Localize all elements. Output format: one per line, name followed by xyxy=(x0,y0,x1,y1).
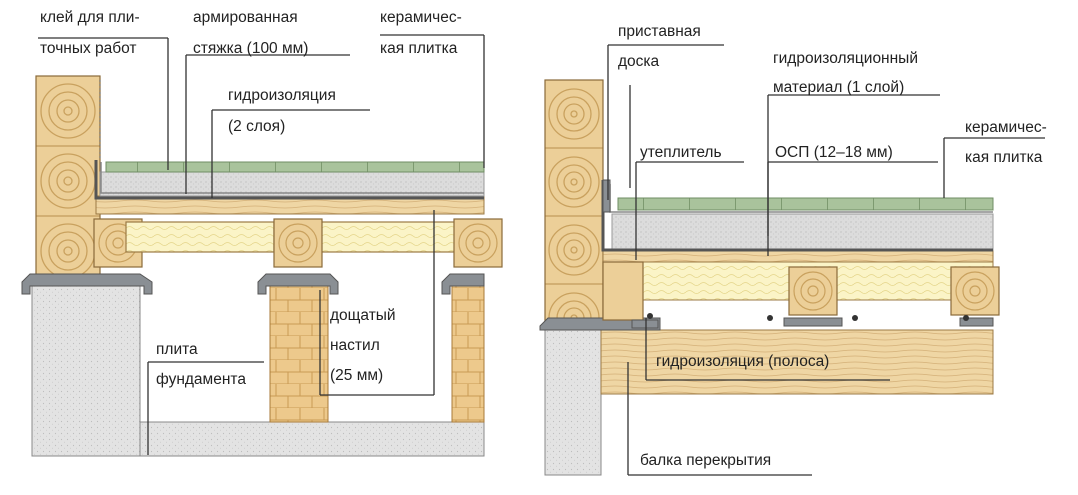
label-tile-left-2: кая плитка xyxy=(380,40,458,57)
support-cap-2 xyxy=(257,273,339,295)
label-beam: балка перекрытия xyxy=(640,452,771,469)
label-tile-right-2: кая плитка xyxy=(965,149,1043,166)
support-cap-1 xyxy=(21,273,153,295)
waterproofing-strip xyxy=(539,317,661,331)
label-tile-left-1: керамичес- xyxy=(380,9,462,26)
joist-r1 xyxy=(602,261,644,321)
right-screed xyxy=(611,213,994,251)
label-glue-1: клей для пли- xyxy=(40,9,140,26)
osb-board xyxy=(602,249,994,263)
add-on-board xyxy=(602,179,611,213)
label-insulation: утеплитель xyxy=(640,144,722,161)
label-screed-1: армированная xyxy=(193,9,298,26)
brick-pillar-1 xyxy=(269,279,329,423)
label-slab-1: плита xyxy=(156,341,198,358)
label-waterproof-2: (2 слоя) xyxy=(228,118,285,135)
ceramic-tile-left xyxy=(105,161,485,173)
floor-beam xyxy=(600,329,994,395)
right-section xyxy=(539,79,1000,476)
label-strip: гидроизоляция (полоса) xyxy=(656,353,829,370)
waterproofing-layers xyxy=(94,160,484,200)
label-membrane-2: материал (1 слой) xyxy=(773,79,904,96)
label-decking-3: (25 мм) xyxy=(330,367,383,384)
leader-lines xyxy=(38,34,1045,476)
label-glue-2: точных работ xyxy=(40,40,137,57)
log-wall-left xyxy=(35,75,101,285)
label-waterproof-1: гидроизоляция xyxy=(228,87,336,104)
brick-pillar-2 xyxy=(451,279,485,423)
insulation-left-1 xyxy=(125,221,275,253)
label-tile-right-1: керамичес- xyxy=(965,119,1047,136)
label-board-1: приставная xyxy=(618,23,701,40)
left-foundation-wall xyxy=(31,279,141,457)
ceramic-tile-right xyxy=(617,197,994,211)
label-board-2: доска xyxy=(618,53,660,70)
support-cap-3 xyxy=(441,273,485,295)
label-membrane-1: гидроизоляционный xyxy=(773,50,918,67)
label-decking-2: настил xyxy=(330,337,380,354)
reinforced-screed xyxy=(99,171,485,197)
label-osb: ОСП (12–18 мм) xyxy=(775,144,893,161)
left-section xyxy=(21,75,503,457)
log-wall-right xyxy=(544,79,604,326)
right-foundation xyxy=(544,324,602,476)
label-screed-2: стяжка (100 мм) xyxy=(193,40,308,57)
insulation-left-2 xyxy=(313,221,463,253)
label-slab-2: фундамента xyxy=(156,371,246,388)
label-decking-1: дощатый xyxy=(330,307,396,324)
labels: клей для пли- точных работ армированная … xyxy=(40,9,1047,469)
